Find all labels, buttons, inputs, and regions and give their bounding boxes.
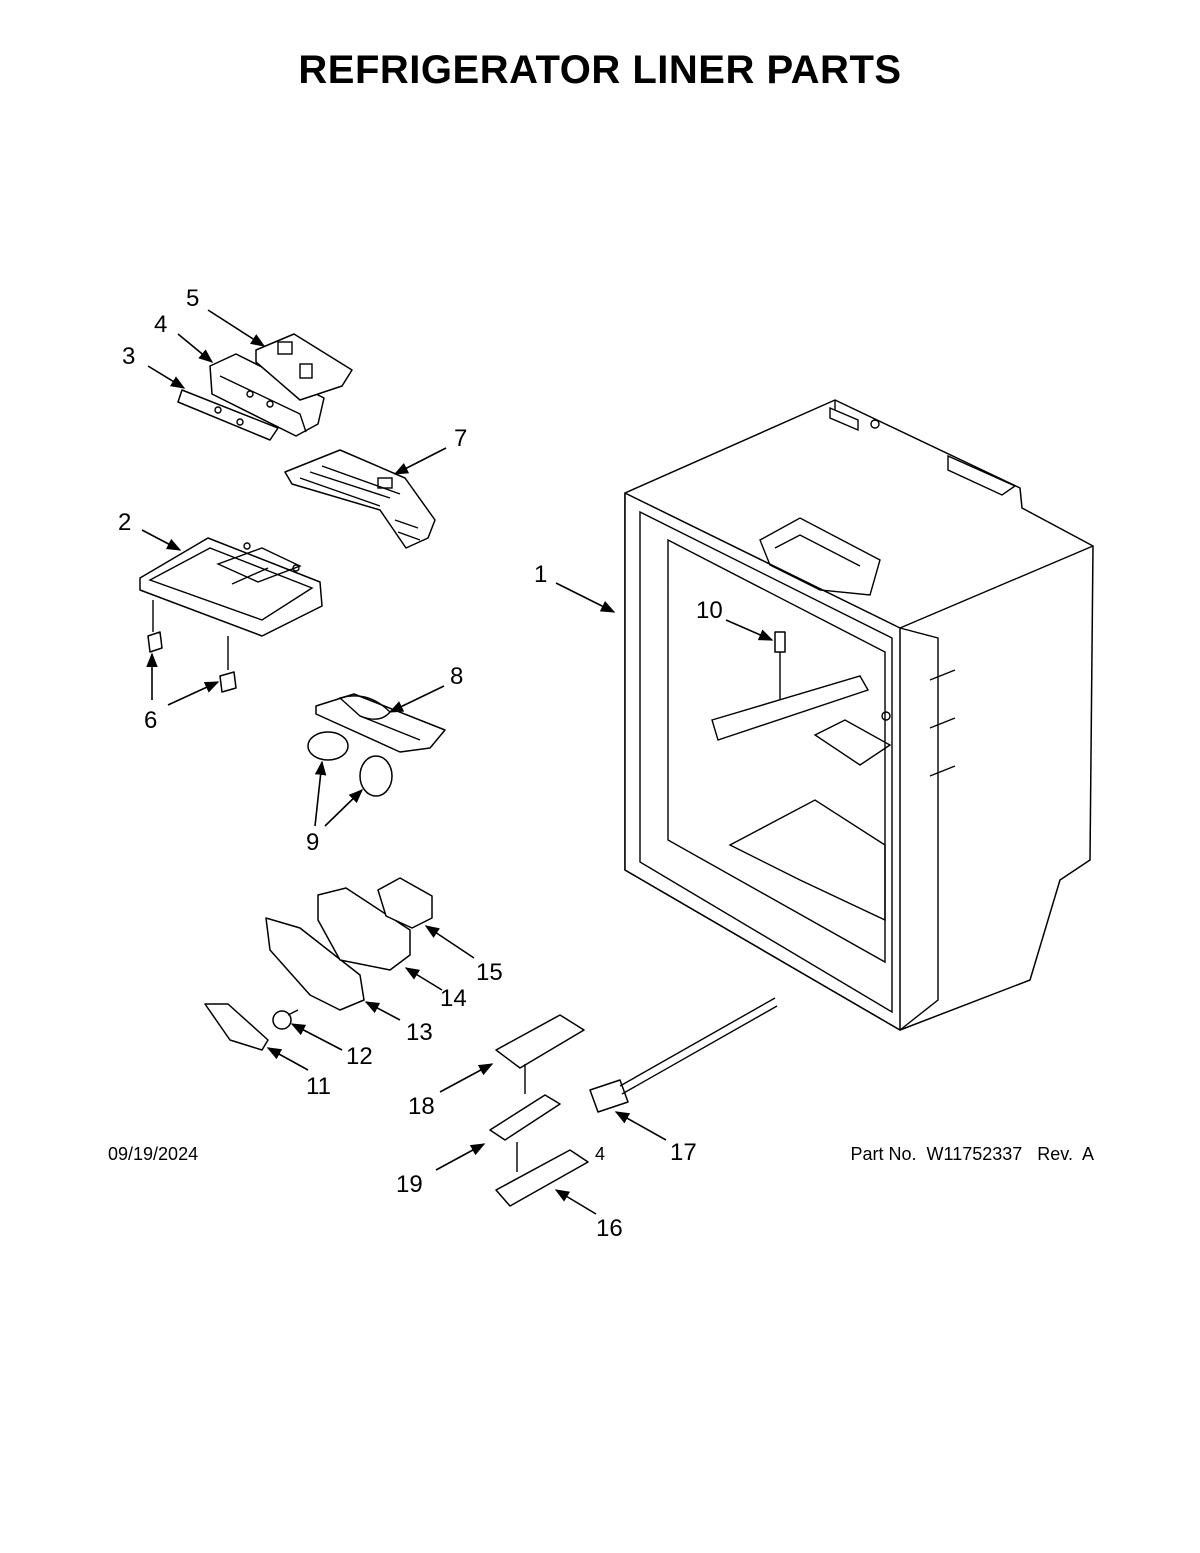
callout-labels: 1 2 3 4 5 6 7 8 9 10 11 12 13 14 15 16 1… xyxy=(118,285,723,1242)
part-15-fan-motor xyxy=(377,877,433,929)
callout-10: 10 xyxy=(696,597,723,624)
footer-date: 09/19/2024 xyxy=(108,1144,199,1164)
callout-7: 7 xyxy=(454,425,467,452)
callout-16: 16 xyxy=(596,1215,623,1242)
footer-page-number: 4 xyxy=(594,1144,605,1164)
callout-5: 5 xyxy=(186,285,199,312)
part-19-led-light xyxy=(489,1094,561,1172)
part-4-ui-housing xyxy=(209,353,325,437)
callout-6: 6 xyxy=(144,707,157,734)
part-1-liner xyxy=(624,399,1094,1031)
callout-12: 12 xyxy=(346,1043,373,1070)
part-16-lens xyxy=(495,1149,589,1207)
footer-part-number: Part No. W11752337 Rev. A xyxy=(850,1144,1094,1164)
callout-17: 17 xyxy=(670,1139,697,1166)
part-6-switches xyxy=(147,600,237,693)
callout-2: 2 xyxy=(118,509,131,536)
callout-3: 3 xyxy=(122,343,135,370)
callout-15: 15 xyxy=(476,959,503,986)
leader-lines xyxy=(141,309,774,1215)
part-11-lens xyxy=(204,1003,269,1051)
part-14-housing xyxy=(317,887,411,971)
part-9-dampers xyxy=(307,731,393,797)
part-3-overlay xyxy=(177,389,279,441)
part-2-housing xyxy=(139,537,323,637)
part-17-harness xyxy=(589,997,778,1113)
callout-14: 14 xyxy=(440,985,467,1012)
part-18-bracket xyxy=(495,1014,585,1094)
part-7-diffuser xyxy=(284,449,436,549)
part-10-thermistor xyxy=(774,631,786,700)
callout-4: 4 xyxy=(154,311,167,338)
part-12-screw xyxy=(272,1009,299,1030)
callout-18: 18 xyxy=(408,1093,435,1120)
callout-13: 13 xyxy=(406,1019,433,1046)
callout-9: 9 xyxy=(306,829,319,856)
callout-19: 19 xyxy=(396,1171,423,1198)
part-8-duct xyxy=(315,693,446,753)
callout-11: 11 xyxy=(306,1073,331,1100)
callout-1: 1 xyxy=(534,561,547,588)
callout-8: 8 xyxy=(450,663,463,690)
part-5-control-board xyxy=(255,333,353,401)
part-13-cover xyxy=(265,917,365,1011)
page-title: REFRIGERATOR LINER PARTS xyxy=(298,48,902,92)
